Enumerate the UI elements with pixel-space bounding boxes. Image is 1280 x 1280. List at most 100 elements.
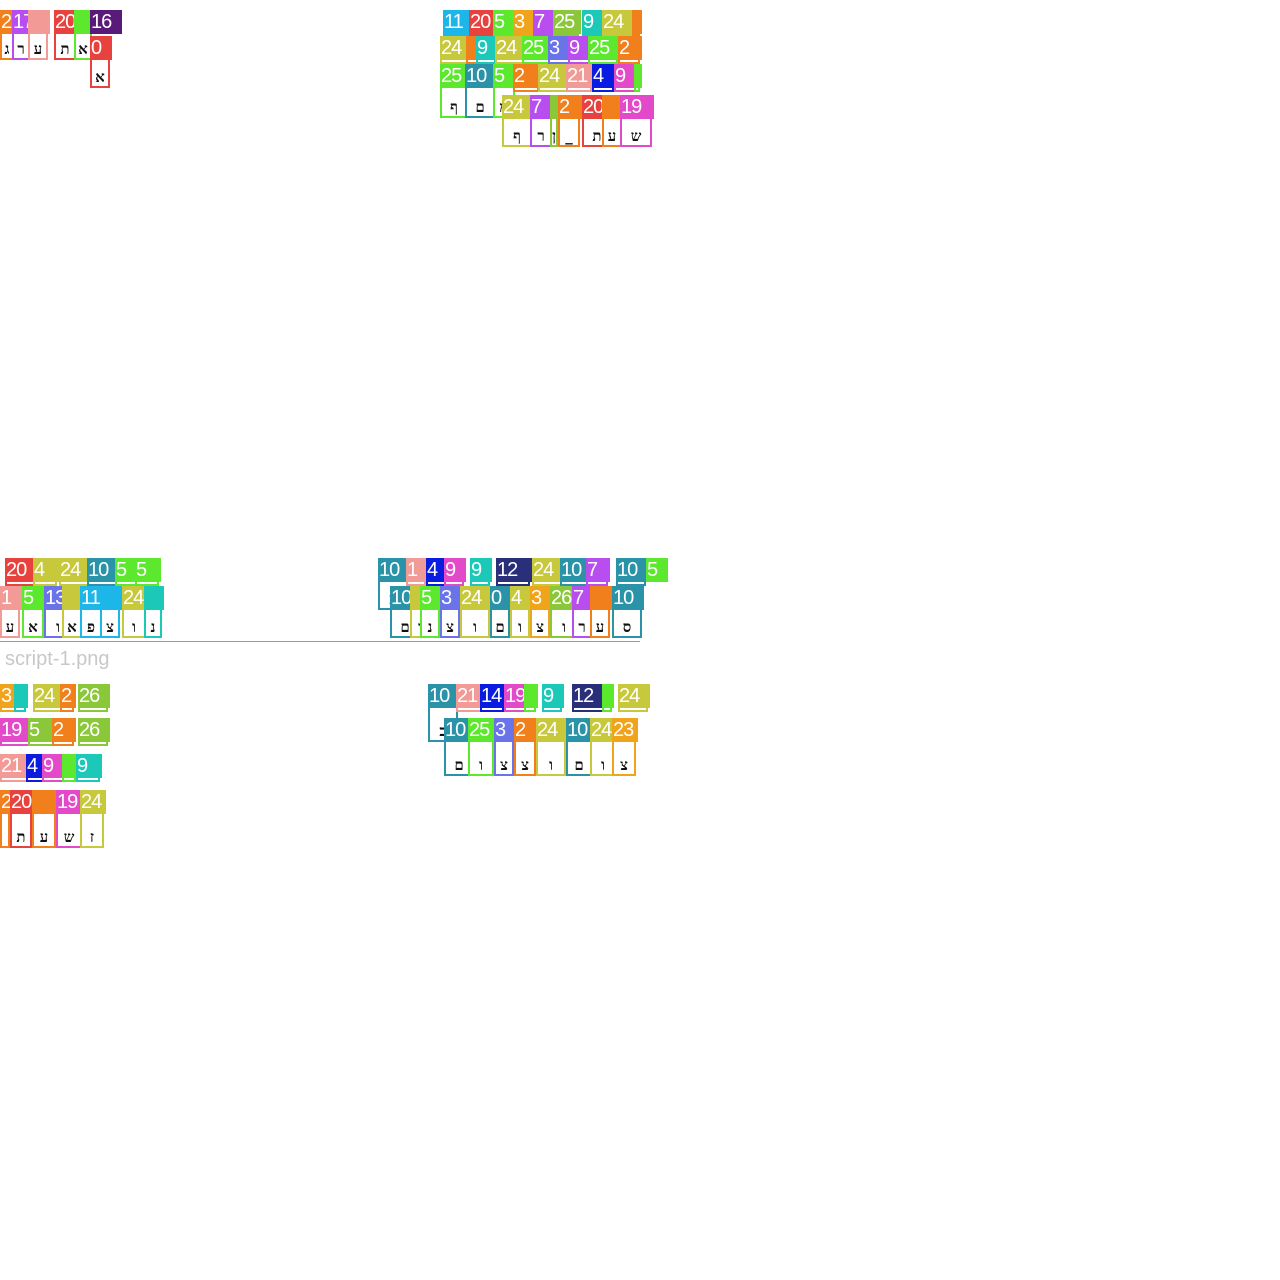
class-tag: 24: [502, 95, 534, 119]
class-tag: 24: [532, 558, 564, 582]
glyph-crop: נ: [427, 618, 433, 636]
glyph-crop: ף: [450, 98, 458, 116]
class-tag: [32, 790, 58, 814]
class-tag: [602, 95, 624, 119]
glyph-crop: ו: [473, 618, 477, 636]
glyph-crop: צ: [106, 618, 114, 636]
class-tag: 2: [514, 718, 538, 742]
class-tag: 20: [10, 790, 34, 814]
class-tag: [632, 10, 642, 34]
class-tag: [602, 684, 614, 708]
class-tag: 21: [456, 684, 484, 708]
class-tag: 24: [59, 558, 91, 582]
class-tag: 16: [90, 10, 122, 34]
class-tag: 10: [612, 586, 644, 610]
glyph-crop: א: [67, 618, 77, 636]
class-tag: 25: [468, 718, 496, 742]
class-tag: 2: [52, 718, 76, 742]
class-tag: 19: [0, 718, 32, 742]
class-tag: 24: [440, 36, 470, 60]
class-tag: 9: [470, 558, 492, 582]
glyph-crop: ם: [574, 756, 584, 774]
class-tag: 3: [530, 586, 552, 610]
class-tag: 2: [513, 64, 541, 88]
class-tag: 12: [496, 558, 532, 582]
class-tag: 4: [592, 64, 616, 88]
class-tag: 9: [76, 754, 102, 778]
glyph-crop: צ: [500, 756, 508, 774]
glyph-crop: ת: [16, 828, 26, 846]
class-tag: 26: [78, 718, 110, 742]
glyph-crop: ם: [495, 618, 505, 636]
image-divider: [0, 641, 640, 642]
glyph-crop: א: [78, 40, 88, 58]
class-tag: 24: [536, 718, 568, 742]
class-tag: 5: [135, 558, 161, 582]
class-tag: [550, 95, 560, 119]
class-tag: [634, 64, 642, 88]
class-tag: 10: [566, 718, 594, 742]
class-tag: 7: [572, 586, 594, 610]
class-tag: 21: [566, 64, 594, 88]
class-tag: [100, 586, 122, 610]
class-tag: [62, 586, 84, 610]
class-tag: 19: [620, 95, 654, 119]
class-tag: [524, 684, 538, 708]
glyph-crop: ר: [17, 40, 25, 58]
class-tag: 5: [22, 586, 46, 610]
class-tag: 1: [406, 558, 428, 582]
class-tag: 3: [440, 586, 462, 610]
glyph-crop: ם: [400, 618, 410, 636]
glyph-crop: ע: [33, 40, 43, 58]
class-tag: 10: [87, 558, 119, 582]
glyph-crop: ס: [622, 618, 632, 636]
glyph-crop: ו: [518, 618, 522, 636]
class-tag: 23: [612, 718, 638, 742]
glyph-crop: ע: [39, 828, 49, 846]
class-tag: 10: [465, 64, 497, 88]
glyph-crop: ו: [132, 618, 136, 636]
glyph-crop: צ: [536, 618, 544, 636]
glyph-crop: ע: [595, 618, 605, 636]
glyph-crop: א: [28, 618, 38, 636]
glyph-crop: ש: [63, 828, 75, 846]
class-tag: [144, 586, 164, 610]
class-tag: 24: [602, 10, 636, 34]
class-tag: 5: [646, 558, 668, 582]
class-tag: 24: [618, 684, 650, 708]
class-tag: 25: [522, 36, 552, 60]
glyph-crop: צ: [446, 618, 454, 636]
glyph-crop: ע: [607, 127, 617, 145]
class-tag: 5: [28, 718, 56, 742]
class-tag: 20: [5, 558, 37, 582]
glyph-crop: צ: [521, 756, 529, 774]
class-tag: 24: [495, 36, 527, 60]
file-name-label: script-1.png: [5, 648, 110, 670]
glyph-crop: ו: [601, 756, 605, 774]
glyph-crop: ג: [4, 40, 10, 58]
class-tag: 24: [460, 586, 492, 610]
glyph-crop: ו: [549, 756, 553, 774]
glyph-crop: ש: [630, 127, 642, 145]
class-tag: 26: [78, 684, 110, 708]
class-tag: 21: [0, 754, 30, 778]
glyph-crop: פ: [86, 618, 96, 636]
class-tag: 11: [443, 10, 473, 34]
class-tag: 24: [538, 64, 570, 88]
glyph-crop: ב: [439, 722, 447, 740]
class-tag: 12: [572, 684, 606, 708]
glyph-crop: ר: [578, 618, 586, 636]
class-tag: 14: [480, 684, 506, 708]
glyph-crop: א: [95, 68, 105, 86]
glyph-crop: ו: [56, 618, 60, 636]
glyph-crop: ן: [552, 127, 556, 145]
class-tag: 2: [558, 95, 582, 119]
glyph-crop: ת: [60, 40, 70, 58]
class-tag: 9: [582, 10, 604, 34]
class-tag: 9: [542, 684, 564, 708]
class-tag: 1: [0, 586, 22, 610]
glyph-crop: ף: [513, 127, 521, 145]
glyph-crop: ו: [562, 618, 566, 636]
glyph-crop: ר: [537, 127, 545, 145]
